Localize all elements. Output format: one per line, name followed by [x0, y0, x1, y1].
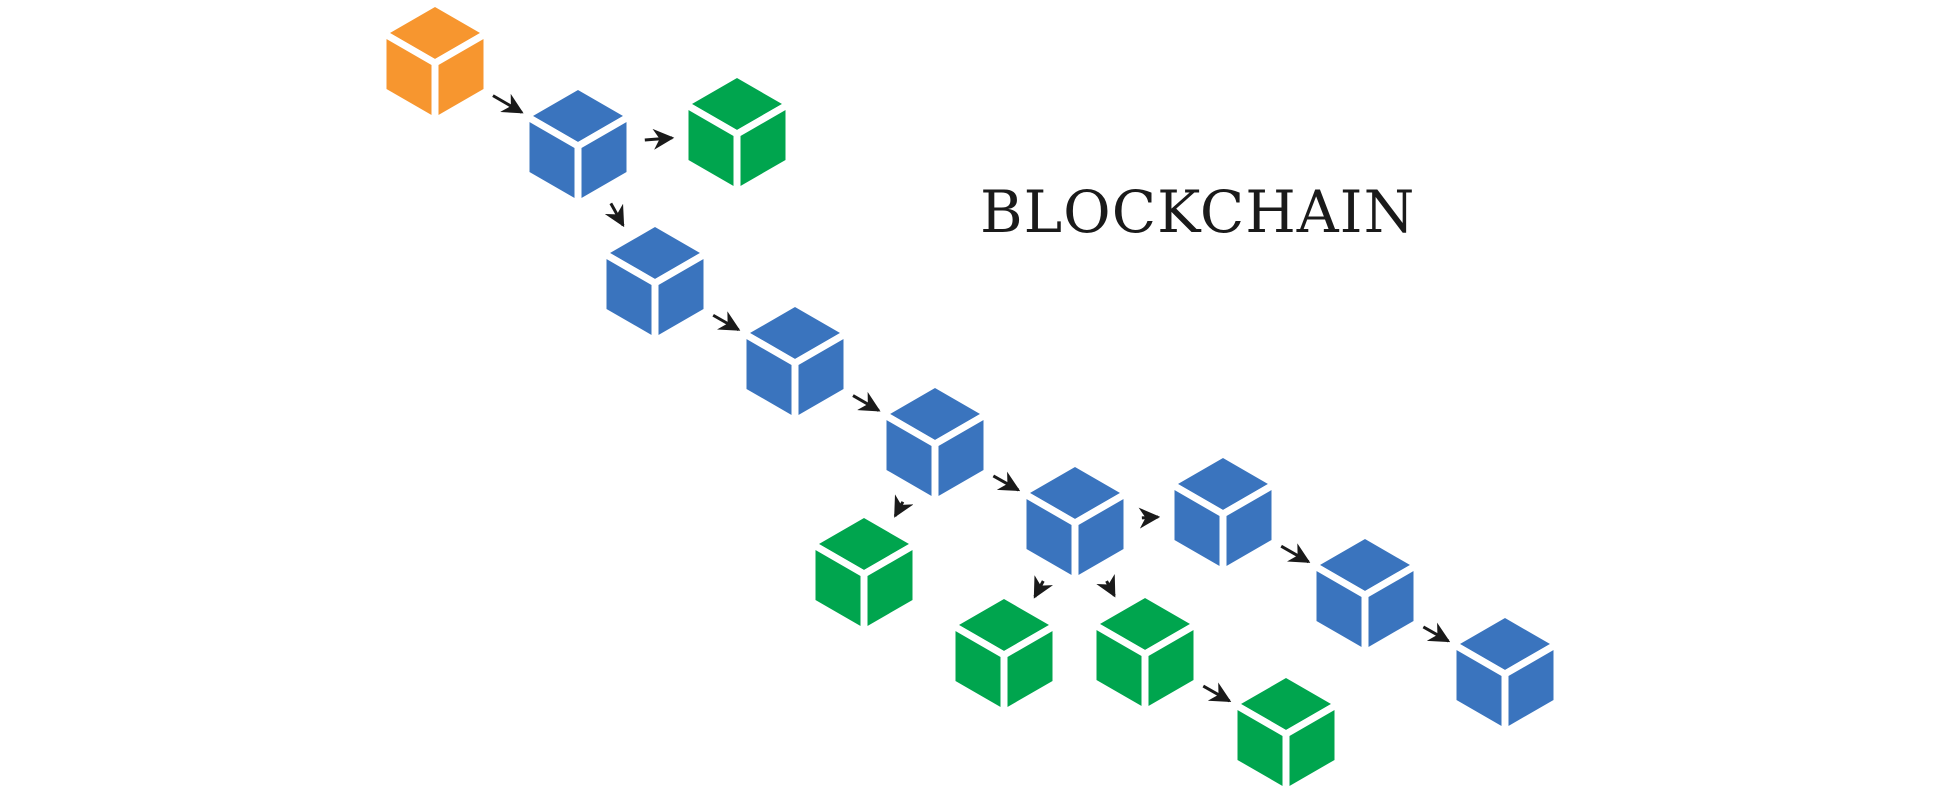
block-orphan-o1 — [681, 70, 793, 196]
arrow-b1-to-b2 — [604, 202, 625, 228]
arrow-o4-to-o5 — [1202, 682, 1232, 703]
arrow-b4-to-o2 — [893, 494, 914, 518]
arrow-b4-to-b5 — [992, 471, 1021, 492]
cube-face-right — [860, 540, 920, 636]
cube-face-right — [791, 329, 851, 425]
arrow-b5-to-o4 — [1096, 574, 1116, 598]
cube-face-right — [1219, 480, 1279, 576]
block-main-b7 — [1309, 531, 1421, 657]
block-main-b5 — [1019, 459, 1131, 585]
cube-face-right — [1141, 620, 1201, 716]
arrow-b6-to-b7 — [1280, 543, 1311, 564]
arrow-b2-to-b3 — [712, 311, 741, 332]
block-main-b1 — [522, 82, 634, 208]
block-orphan-o5 — [1230, 670, 1342, 789]
block-orphan-o3 — [948, 591, 1060, 717]
block-main-b6 — [1167, 450, 1279, 576]
block-main-b8 — [1449, 610, 1561, 736]
cube-face-right — [431, 29, 491, 125]
block-main-b4 — [879, 380, 991, 506]
block-orphan-o4 — [1089, 590, 1201, 716]
arrow-b5-to-b6 — [1138, 507, 1161, 529]
diagram-title: BLOCKCHAIN — [980, 178, 1416, 246]
cube-face-right — [1000, 621, 1060, 717]
cube-face-right — [1282, 700, 1342, 789]
block-main-b3 — [739, 299, 851, 425]
block-genesis-genesis — [379, 0, 491, 125]
cube-face-right — [574, 112, 634, 208]
cube-face-left — [1230, 700, 1290, 789]
arrow-b3-to-b4 — [852, 391, 881, 412]
arrow-genesis-to-b1 — [492, 93, 524, 114]
cube-face-right — [1361, 561, 1421, 657]
cube-face-right — [733, 100, 793, 196]
arrow-b1-to-o1 — [644, 128, 675, 150]
cube-face-right — [1501, 640, 1561, 736]
cube-face-right — [931, 410, 991, 506]
block-main-b2 — [599, 219, 711, 345]
arrow-b7-to-b8 — [1422, 622, 1451, 643]
block-orphan-o2 — [808, 510, 920, 636]
cube-face-right — [651, 249, 711, 345]
arrow-b5-to-o3 — [1033, 575, 1053, 599]
cube-face-right — [1071, 489, 1131, 585]
